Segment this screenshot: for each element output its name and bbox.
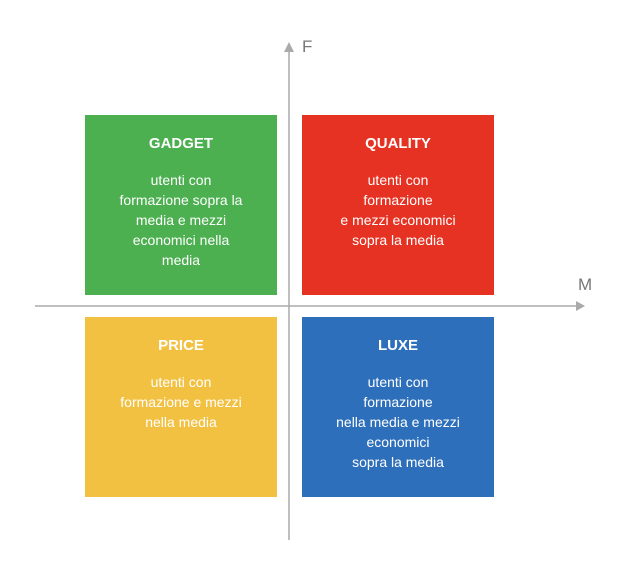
quadrant-title: PRICE [158,337,204,354]
quadrant-description: utenti con formazione nella media e mezz… [336,374,460,470]
y-axis-arrow [284,42,294,52]
x-axis-arrow [576,301,585,311]
quadrant-gadget: GADGET utenti con formazione sopra la me… [85,115,277,295]
quadrant-description: utenti con formazione sopra la media e m… [119,172,243,268]
x-axis-label: M [578,275,593,294]
quadrant-description: utenti con formazione e mezzi economici … [340,172,456,248]
quadrant-title: LUXE [377,337,418,354]
y-axis-label: F [302,37,313,56]
quadrant-quality: QUALITY utenti con formazione e mezzi ec… [302,115,494,295]
quadrant-luxe: LUXE utenti con formazione nella media e… [302,317,494,497]
quadrant-title: QUALITY [365,135,431,152]
quadrant-price: PRICE utenti con formazione e mezzi nell… [85,317,277,497]
quadrant-title: GADGET [148,135,214,152]
quadrant-description: utenti con formazione e mezzi nella medi… [120,374,242,430]
